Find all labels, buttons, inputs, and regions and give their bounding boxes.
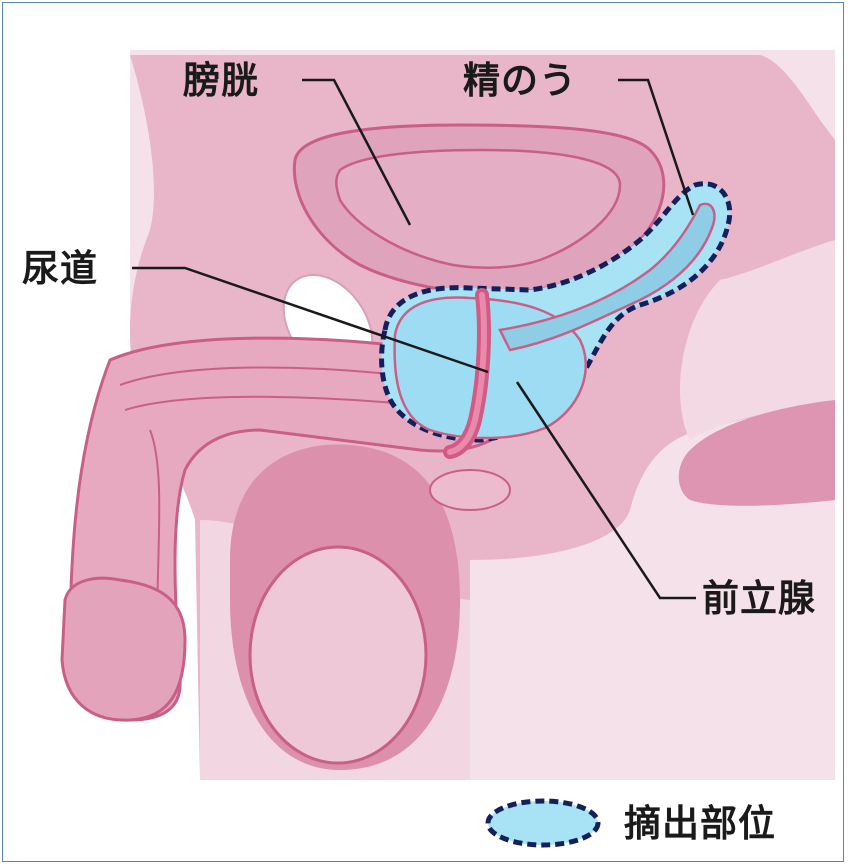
urethral-bulb	[430, 470, 510, 510]
label-urethra: 尿道	[22, 250, 98, 287]
label-prostate: 前立腺	[702, 580, 816, 617]
legend-label: 摘出部位	[624, 805, 776, 842]
glans	[62, 578, 185, 720]
label-bladder: 膀胱	[183, 62, 259, 99]
label-seminal-vesicle: 精のう	[463, 62, 577, 99]
legend-swatch	[488, 801, 598, 845]
testis	[250, 547, 426, 763]
